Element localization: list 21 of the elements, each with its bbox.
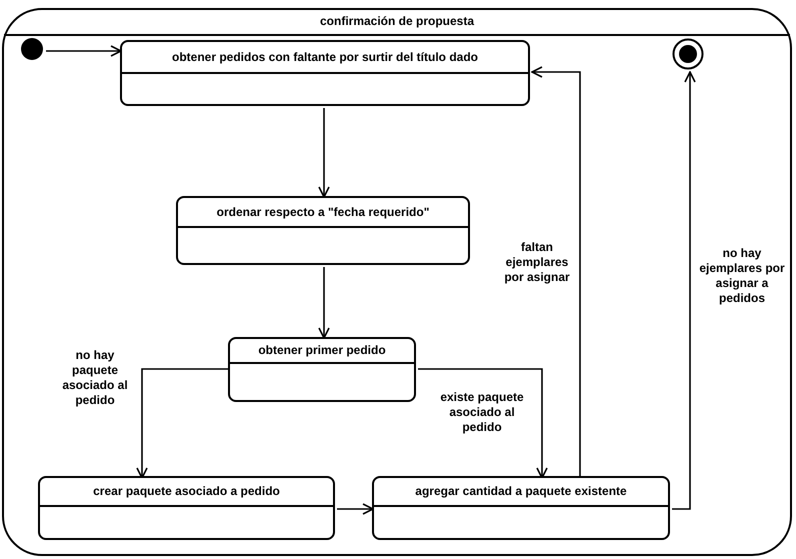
state-box <box>120 40 530 106</box>
state-name: obtener primer pedido <box>258 343 386 357</box>
transition-arrow <box>318 108 330 198</box>
transition-arrow <box>418 368 548 479</box>
transition-arrow <box>136 368 230 479</box>
state-name: agregar cantidad a paquete existente <box>415 484 627 498</box>
edge-label: no hay ejemplares por asignar a pedidos <box>699 246 785 306</box>
state-name: obtener pedidos con faltante por surtir del título dado <box>172 50 478 64</box>
transition-arrow <box>672 71 696 510</box>
transition-arrow <box>531 66 581 478</box>
state-name: crear paquete asociado a pedido <box>93 484 280 498</box>
composite-state <box>2 8 792 556</box>
state-box <box>372 476 670 540</box>
transition-arrow <box>337 503 374 515</box>
state-box <box>176 196 470 265</box>
state-name: ordenar respecto a "fecha requerido" <box>216 205 430 219</box>
state-box <box>228 337 416 402</box>
transition-arrow <box>46 45 122 57</box>
transition-arrow <box>318 267 330 339</box>
state-title: confirmación de propuesta <box>320 14 474 28</box>
state-box <box>38 476 335 540</box>
